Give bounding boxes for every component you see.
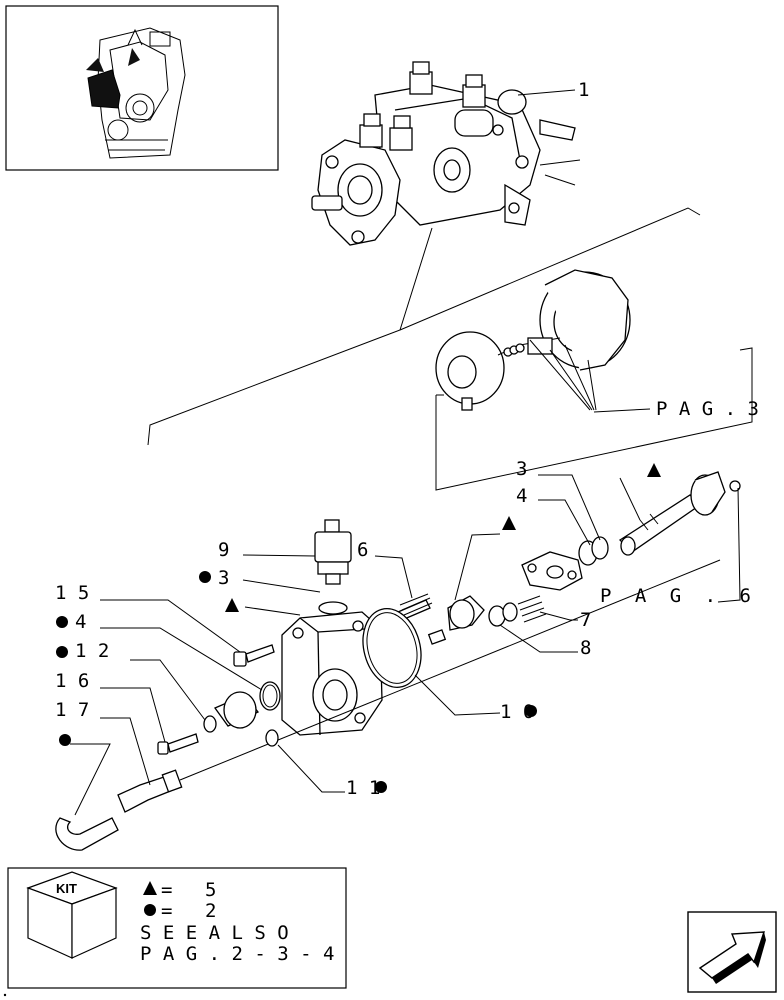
part-9-valve: 9: [218, 519, 352, 585]
callout-12-label: 1 2: [75, 640, 109, 662]
part-3-oring: 3: [199, 567, 348, 615]
legend-triangle-equals: =: [161, 879, 172, 901]
pump-head-body: [281, 611, 383, 736]
page-corner-dot: [3, 993, 7, 997]
legend-circle-count: 2: [205, 900, 216, 922]
part-11-ring: 1 1: [265, 729, 387, 799]
triangle-kit-icon: [143, 881, 157, 895]
callout-16-label: 1 6: [55, 670, 89, 692]
part-12-connector: 1 2: [56, 640, 260, 733]
kit-label: KIT: [56, 881, 77, 896]
legend-box: KIT = 5 = 2 S E E A L S O P A G . 2 - 3 …: [7, 867, 347, 989]
pag3-bracket: P A G . 3: [435, 347, 759, 491]
circle-kit-icon: [199, 571, 211, 583]
circle-kit-icon: [59, 734, 71, 746]
kit-box-icon: KIT: [26, 871, 118, 959]
part-4-oring: 4: [56, 611, 281, 711]
legend-pages: P A G . 2 - 3 - 4: [140, 943, 334, 965]
engine-locator-thumbnail: [5, 5, 279, 171]
projection-line-right: [399, 207, 701, 331]
callout-17-label: 1 7: [55, 699, 89, 721]
part-8-washer: 8: [488, 602, 591, 659]
part-3-4-orings: 3 4: [516, 458, 609, 566]
part-hose: [55, 734, 119, 851]
triangle-kit-icon: [502, 516, 516, 530]
callout-10-label: 1 0: [500, 701, 534, 723]
circle-kit-icon: [56, 646, 68, 658]
circle-kit-icon: [375, 781, 387, 793]
triangle-marker-body: [225, 598, 301, 616]
legend-see-also: S E E A L S O: [140, 922, 289, 944]
legend-circle-equals: =: [161, 900, 172, 922]
callout-3-label: 3: [516, 458, 527, 480]
pag6-reference: P A G . 6: [600, 585, 757, 607]
part-15-bolt: 1 5: [55, 582, 275, 667]
callout-9-label: 9: [218, 539, 229, 561]
pag3-reference: P A G . 3: [656, 398, 759, 420]
part-10-large-oring: 1 0: [362, 608, 537, 723]
part-6-spring: 6: [357, 539, 433, 621]
callout-1-label: 1: [578, 79, 589, 101]
callout-6-label: 6: [357, 539, 368, 561]
triangle-kit-icon: [225, 598, 239, 612]
callout-15-label: 1 5: [55, 582, 89, 604]
governor-subassembly: [435, 269, 631, 411]
part-17-fitting: 1 7: [55, 699, 183, 813]
part-7-spring: 7: [517, 595, 591, 631]
circle-kit-icon: [56, 616, 68, 628]
part-drive-shaft: P A G . 6: [600, 463, 757, 607]
triangle-kit-icon: [647, 463, 661, 477]
callout-4-label: 4: [516, 485, 527, 507]
callout-7-label: 7: [580, 609, 591, 631]
callout-1: 1: [517, 79, 589, 101]
callout-3b-label: 3: [218, 567, 229, 589]
legend-triangle-count: 5: [205, 879, 216, 901]
part-plate: [521, 551, 583, 591]
injection-pump-assembly: [311, 61, 581, 246]
circle-kit-icon: [144, 904, 156, 916]
callout-8-label: 8: [580, 637, 591, 659]
next-page-arrow-icon[interactable]: [687, 911, 777, 993]
part-16-bolt: 1 6: [55, 670, 199, 755]
callout-11-label: 1 1: [346, 777, 380, 799]
projection-line-left: [147, 227, 433, 446]
callout-4b-label: 4: [75, 611, 86, 633]
part-plunger: [427, 516, 516, 645]
circle-kit-icon: [525, 705, 537, 717]
